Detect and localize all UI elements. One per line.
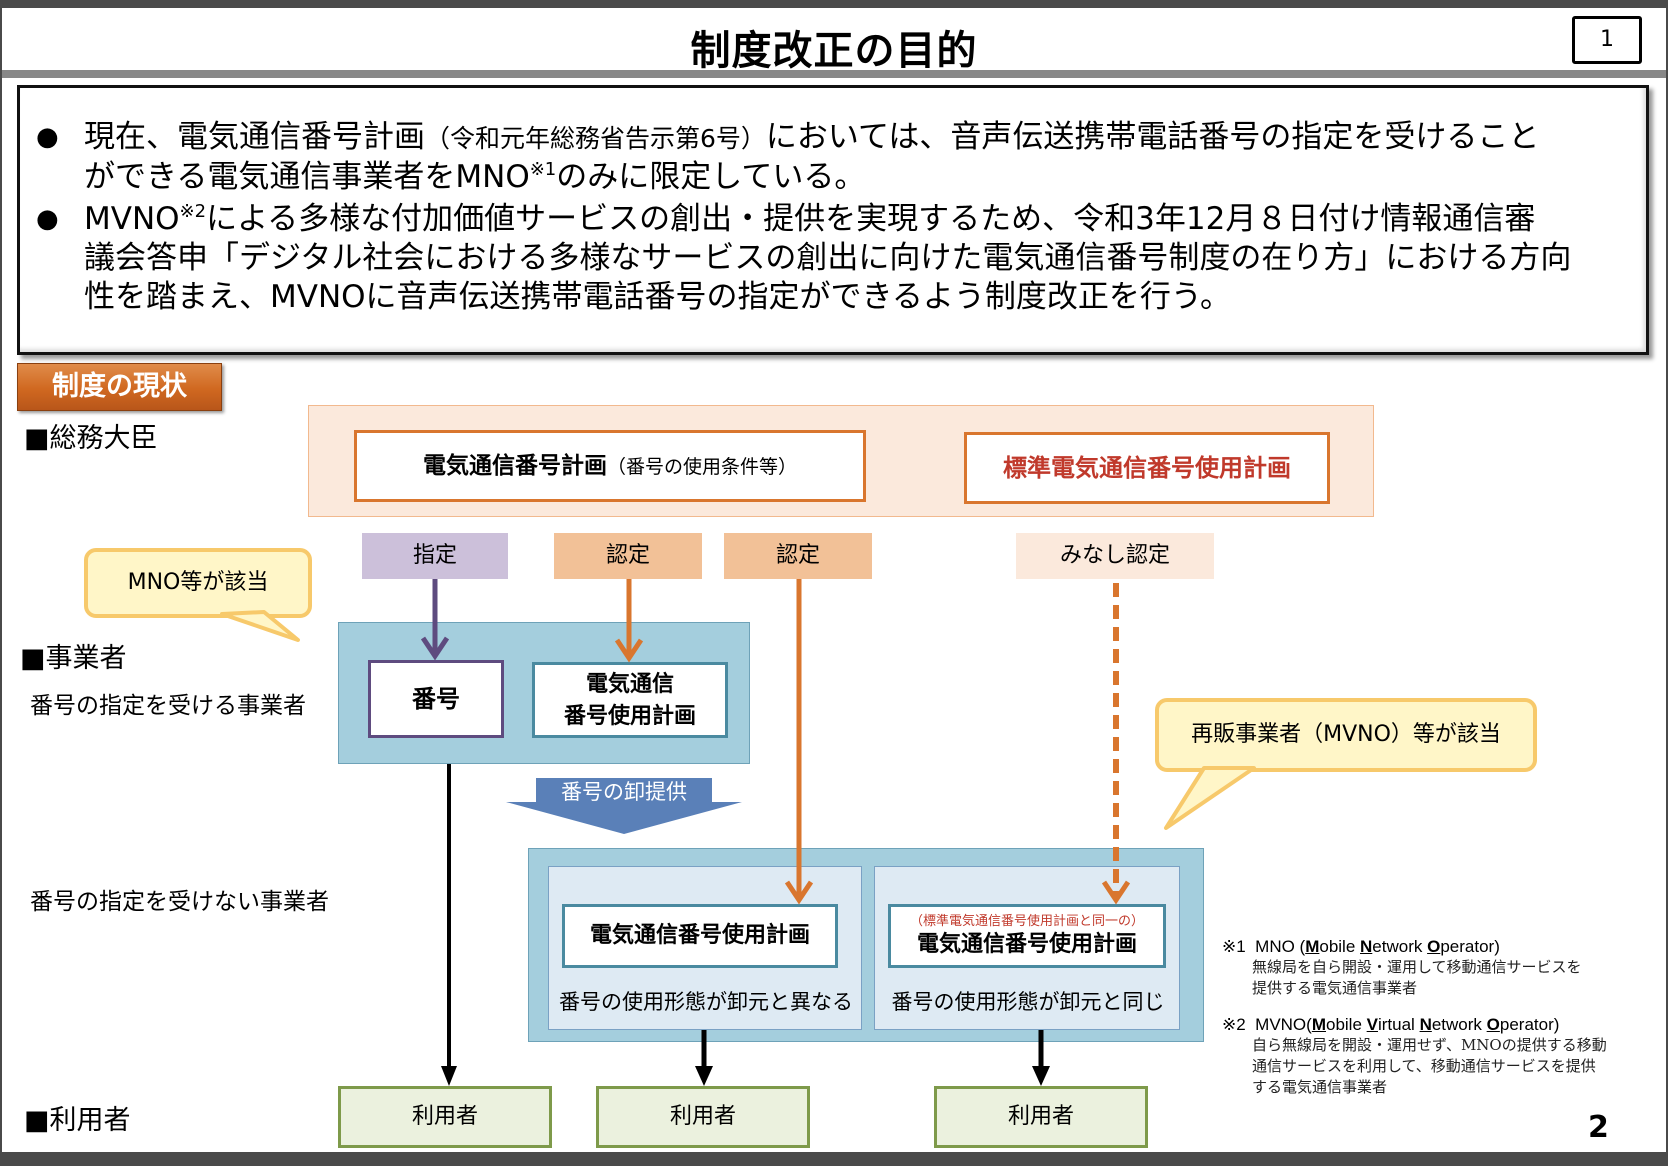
- slide-page: 制度改正の目的 1 ● 現在、電気通信番号計画（令和元年総務省告示第6号）におい…: [2, 8, 1666, 1152]
- acronym-letter: M: [1311, 1015, 1326, 1034]
- acronym-close: ): [1553, 1015, 1560, 1034]
- footnote-abbr: MNO (: [1255, 937, 1306, 956]
- acronym-close: ): [1494, 937, 1500, 956]
- certification-arrowhead-1: [614, 638, 644, 663]
- usage-plan-line: 電気通信: [585, 672, 674, 697]
- bullet-icon: ●: [36, 204, 59, 234]
- footnote-desc: 提供する電気通信事業者: [1252, 979, 1418, 997]
- user-box-1: 利用者: [338, 1086, 552, 1148]
- acronym-word: perator: [1440, 937, 1495, 956]
- wholesale-label-overlay: 番号の卸提供: [561, 780, 687, 804]
- acronym-letter: O: [1486, 1015, 1500, 1034]
- numbering-plan-box: 電気通信番号計画（番号の使用条件等）: [354, 430, 866, 502]
- row-label-non-designated-operator: 番号の指定を受けない事業者: [30, 889, 329, 915]
- mno-callout-tail: [220, 610, 300, 642]
- bullet-text: のみに限定している。: [556, 159, 866, 195]
- acronym-letter: M: [1305, 937, 1320, 956]
- usage-plan-box: 電気通信 番号使用計画: [532, 662, 728, 738]
- user-arrowhead-2: [695, 1066, 713, 1086]
- footnote-desc: 無線局を自ら開設・運用して移動通信サービスを: [1252, 958, 1582, 976]
- wholesale-arrow: [506, 778, 742, 834]
- right-usage-plan-title: 電気通信番号使用計画: [916, 932, 1137, 957]
- acronym-letter: V: [1366, 1015, 1378, 1034]
- mvno-callout-tail: [1164, 766, 1256, 830]
- title-divider: [2, 70, 1666, 78]
- footnote-mark: ※1: [1222, 937, 1246, 956]
- acronym-letter: N: [1360, 937, 1373, 956]
- footnote-abbr: MVNO(: [1255, 1015, 1312, 1034]
- mno-callout: MNO等が該当: [84, 548, 312, 618]
- numbering-plan-note: （番号の使用条件等）: [606, 456, 797, 478]
- footnote-desc: 通信サービスを利用して、移動通信サービスを提供: [1252, 1057, 1596, 1075]
- bullet-text: MVNO: [84, 201, 180, 237]
- bullet-text: ができる電気通信事業者をMNO: [84, 159, 530, 195]
- user-box-2: 利用者: [596, 1086, 810, 1148]
- footnote-ref: ※1: [529, 159, 557, 180]
- bullet-text: 現在、電気通信番号計画: [84, 119, 425, 155]
- designation-arrowhead: [420, 636, 450, 661]
- slide-page-number: 2: [1588, 1110, 1609, 1145]
- bullet-text: （令和元年総務省告示第6号）: [425, 124, 766, 153]
- row-label-minister: ■総務大臣: [24, 423, 158, 454]
- user-arrowhead-3: [1032, 1066, 1050, 1086]
- acronym-word: etwork: [1431, 1015, 1487, 1034]
- row-label-user: ■利用者: [24, 1105, 131, 1136]
- usage-plan-line: 番号使用計画: [563, 704, 696, 729]
- bullet-text: 性を踏まえ、MVNOに音声伝送携帯電話番号の指定ができるよう制度改正を行う。: [84, 279, 1232, 315]
- acronym-word: obile: [1326, 1015, 1367, 1034]
- right-usage-caption: 番号の使用形態が卸元と同じ: [891, 990, 1165, 1014]
- acronym-word: obile: [1319, 937, 1361, 956]
- bullet-text: による多様な付加価値サービスの創出・提供を実現するため、令和3年12月８日付け情…: [206, 201, 1536, 237]
- deemed-certification-arrowhead: [1101, 880, 1131, 905]
- page-number-box: 1: [1572, 16, 1642, 64]
- user-arrowhead-1: [441, 1066, 457, 1086]
- standard-plan-box: 標準電気通信番号使用計画: [964, 432, 1330, 504]
- footnote-mno: ※1 MNO (Mobile Network Operator) 無線局を自ら開…: [1222, 936, 1662, 999]
- bullet-text: においては、音声伝送携帯電話番号の指定を受けること: [765, 119, 1540, 155]
- right-usage-plan-box: （標準電気通信番号使用計画と同一の） 電気通信番号使用計画: [888, 904, 1166, 968]
- bullet-text: 議会答申「デジタル社会における多様なサービスの創出に向けた電気通信番号制度の在り…: [84, 240, 1572, 276]
- row-label-designated-operator: 番号の指定を受ける事業者: [30, 693, 306, 719]
- designation-chip: 指定: [362, 533, 508, 579]
- standard-plan-note: （標準電気通信番号使用計画と同一の）: [909, 914, 1144, 929]
- acronym-letter: N: [1419, 1015, 1432, 1034]
- certification-arrowhead-2: [784, 880, 814, 905]
- acronym-letter: O: [1427, 937, 1441, 956]
- left-usage-plan-box: 電気通信番号使用計画: [562, 904, 838, 968]
- footnote-desc: 自ら無線局を開設・運用せず、MNOの提供する移動: [1252, 1036, 1607, 1054]
- certification-chip-1: 認定: [554, 533, 702, 579]
- summary-box: ● 現在、電気通信番号計画（令和元年総務省告示第6号）においては、音声伝送携帯電…: [17, 85, 1649, 355]
- number-box: 番号: [368, 660, 504, 738]
- certification-chip-2: 認定: [724, 533, 872, 579]
- mvno-callout: 再販事業者（MVNO）等が該当: [1155, 698, 1537, 772]
- footnote-mvno: ※2 MVNO(Mobile Virtual Network Operator)…: [1222, 1014, 1662, 1098]
- numbering-plan-title: 電気通信番号計画: [422, 453, 607, 479]
- acronym-word: etwork: [1372, 937, 1428, 956]
- bullet-icon: ●: [36, 122, 59, 152]
- page-title: 制度改正の目的: [690, 28, 978, 74]
- footnote-desc: する電気通信事業者: [1252, 1078, 1388, 1096]
- section-tag: 制度の現状: [17, 363, 222, 411]
- footnote-mark: ※2: [1222, 1015, 1246, 1034]
- footnote-ref: ※2: [179, 201, 207, 222]
- deemed-certification-chip: みなし認定: [1016, 533, 1214, 579]
- diagram-arrows: [220, 579, 1256, 1086]
- acronym-word: perator: [1499, 1015, 1554, 1034]
- left-usage-caption: 番号の使用形態が卸元と異なる: [559, 990, 853, 1014]
- row-label-operator: ■事業者: [20, 643, 127, 674]
- user-box-3: 利用者: [934, 1086, 1148, 1148]
- acronym-word: irtual: [1377, 1015, 1420, 1034]
